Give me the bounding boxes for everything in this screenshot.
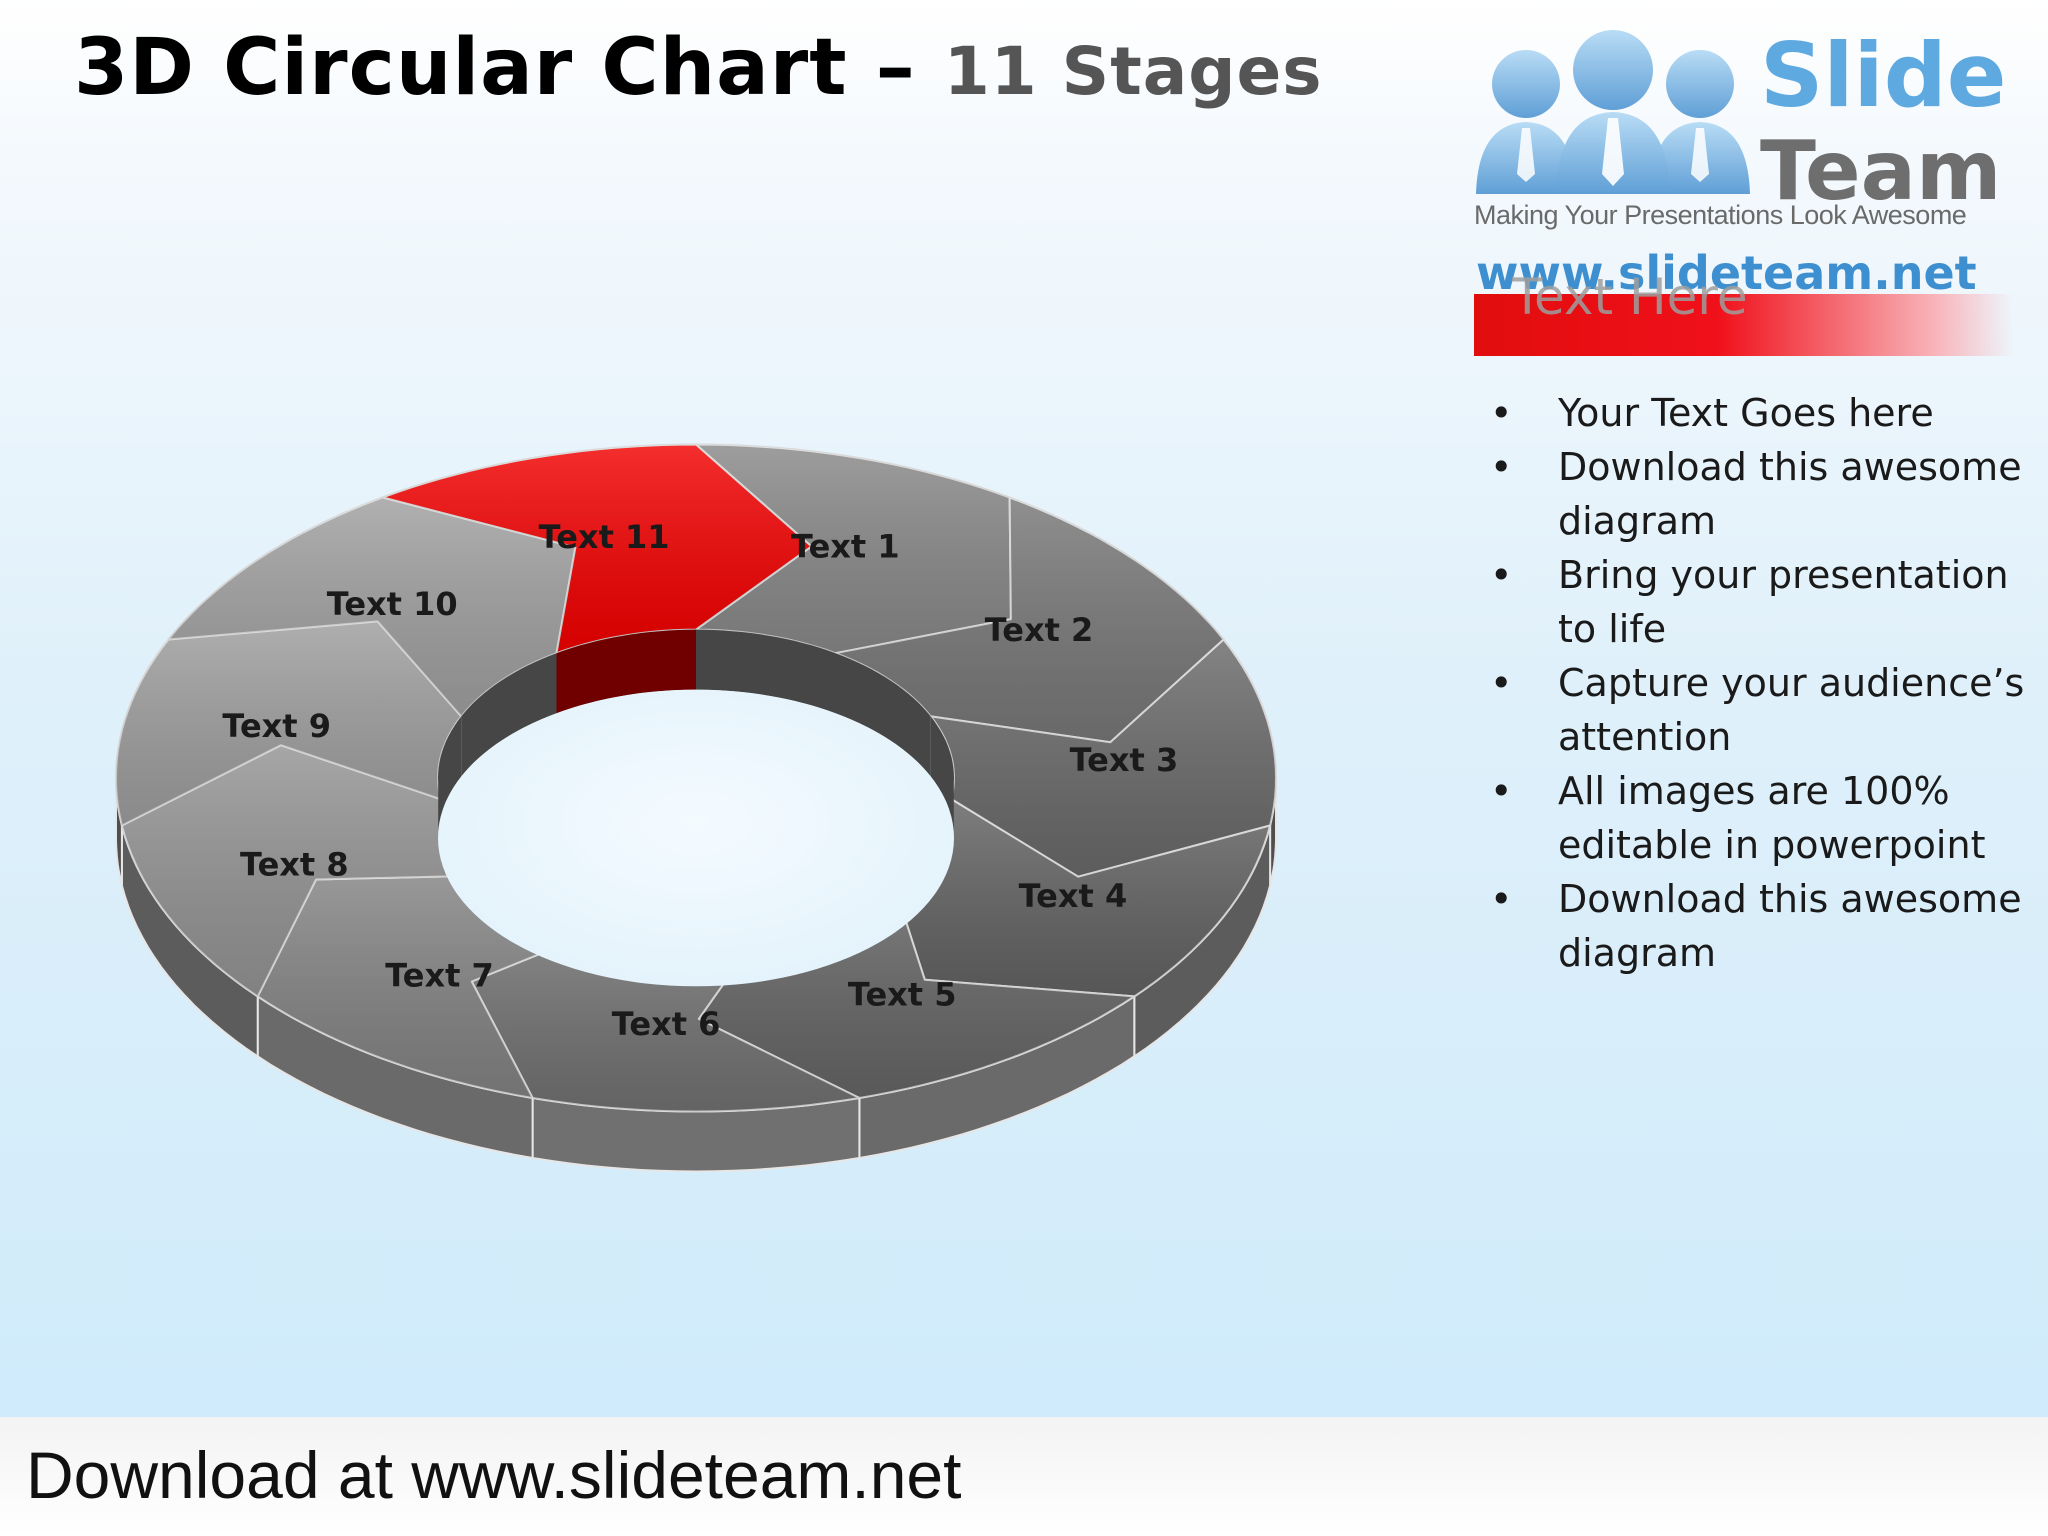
footer: Download at www.slideteam.net	[0, 1417, 2048, 1536]
bullet-dot-icon: •	[1490, 661, 1513, 705]
title-dash: –	[847, 23, 944, 113]
segment-gloss-4	[891, 799, 1271, 997]
bullet-text: Capture your audience’s attention	[1558, 661, 2025, 759]
segment-inner-wall-1	[696, 629, 836, 714]
inner-wall	[438, 629, 954, 844]
segment-label-2: Text 2	[985, 611, 1094, 649]
segment-gloss-2	[835, 497, 1224, 743]
bullet-dot-icon: •	[1490, 391, 1513, 435]
segment-inner-wall-11	[556, 629, 696, 714]
bullet-item: • Download this awesome diagram	[1490, 440, 2030, 548]
segment-gloss-8	[121, 745, 502, 997]
bullet-dot-icon: •	[1490, 445, 1513, 489]
segment-labels: Text 1 Text 2 Text 3 Text 4 Text 5 Text 6 Text…	[222, 518, 1178, 1043]
bullet-dot-icon: •	[1490, 553, 1513, 597]
segment-label-3: Text 3	[1070, 741, 1179, 779]
segment-gloss-3	[930, 639, 1276, 877]
segment-label-9: Text 9	[222, 707, 331, 745]
bullet-dot-icon: •	[1490, 769, 1513, 813]
logo-word-slide: Slide	[1760, 24, 2007, 127]
segment-label-5: Text 5	[848, 975, 957, 1013]
bullet-item: • All images are 100% editable in powerpo…	[1490, 764, 2030, 872]
segment-gloss-6	[471, 920, 860, 1112]
segment-gloss-11	[382, 444, 812, 654]
slideteam-logo: Slide Team Making Your Presentations Loo…	[1468, 14, 2018, 354]
title-main: 3D Circular Chart	[74, 23, 848, 113]
logo-word-team: Team	[1760, 124, 2002, 219]
text-here-banner: Text Here	[1474, 268, 2014, 356]
bullet-list: • Your Text Goes here • Download this awes…	[1490, 386, 2030, 980]
ring-segments	[115, 443, 1277, 1113]
segment-label-10: Text 10	[327, 585, 458, 623]
footer-download-text: Download at www.slideteam.net	[26, 1438, 962, 1512]
segment-gloss-1	[696, 444, 1011, 654]
people-logo-icon	[1476, 30, 1750, 194]
circular-chart-diagram: Text 1 Text 2 Text 3 Text 4 Text 5 Text 6 Text…	[115, 443, 1277, 1173]
segment-gloss-9	[116, 621, 462, 826]
bullet-text: All images are 100% editable in powerpoi…	[1558, 769, 1986, 867]
segment-inner-wall-3	[930, 716, 954, 844]
title-subtitle: 11 Stages	[943, 33, 1323, 110]
bullet-item: • Your Text Goes here	[1490, 386, 2030, 440]
bullet-item: • Download this awesome diagram	[1490, 872, 2030, 980]
bullet-item: • Capture your audience’s attention	[1490, 656, 2030, 764]
segment-inner-wall-10	[461, 653, 557, 777]
segment-label-1: Text 1	[791, 528, 900, 566]
banner-heading: Text Here	[1512, 268, 1748, 326]
segment-inner-wall-2	[835, 653, 931, 777]
bullet-text: Download this awesome diagram	[1558, 877, 2022, 975]
bullet-text: Bring your presentation to life	[1558, 553, 2009, 651]
bullet-text: Download this awesome diagram	[1558, 445, 2022, 543]
segment-label-11: Text 11	[539, 518, 670, 556]
segment-label-8: Text 8	[240, 846, 349, 884]
segment-label-4: Text 4	[1019, 877, 1128, 915]
ring-hole	[438, 689, 954, 987]
bullet-item: • Bring your presentation to life	[1490, 548, 2030, 656]
segment-label-7: Text 7	[385, 957, 494, 995]
logo-tagline: Making Your Presentations Look Awesome	[1474, 200, 1967, 230]
segment-inner-wall-9	[438, 716, 462, 844]
segment-label-6: Text 6	[612, 1005, 721, 1043]
segment-gloss-10	[168, 497, 576, 717]
page-title: 3D Circular Chart – 11 Stages	[74, 20, 1323, 120]
bullet-dot-icon: •	[1490, 877, 1513, 921]
bullet-text: Your Text Goes here	[1558, 391, 1934, 435]
logo-url: www.slideteam.net	[1476, 246, 1977, 300]
